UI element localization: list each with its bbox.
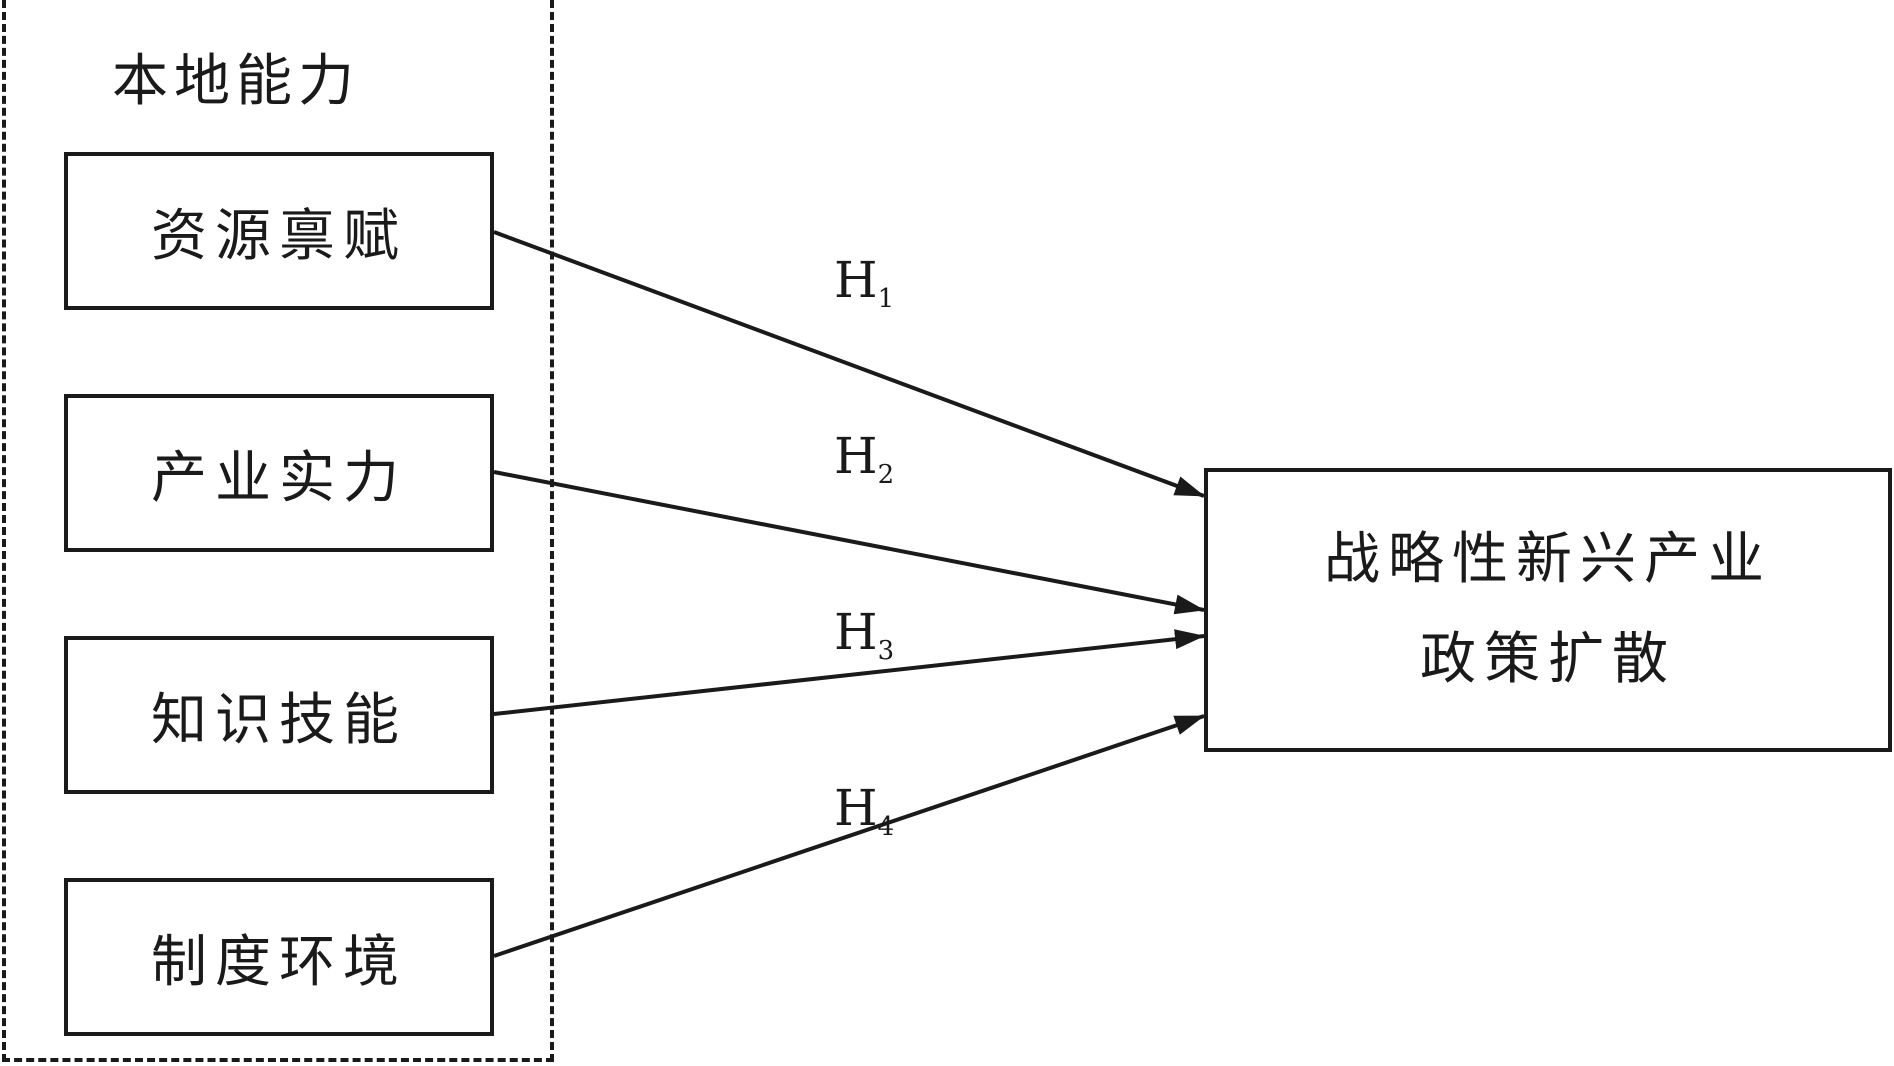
- arrow-h1: [493, 230, 1205, 498]
- factor-label: 制度环境: [151, 929, 407, 995]
- factor-box-institution: 制度环境: [64, 878, 494, 1036]
- hypothesis-letter: H: [834, 251, 878, 309]
- factor-label: 知识技能: [151, 687, 407, 753]
- factor-box-resource: 资源禀赋: [64, 152, 494, 310]
- hypothesis-letter: H: [834, 779, 878, 837]
- factor-label: 资源禀赋: [151, 203, 407, 269]
- hypothesis-label-4: H4: [834, 780, 894, 855]
- outcome-box: 战略性新兴产业 政策扩散: [1204, 468, 1892, 752]
- hypothesis-letter: H: [834, 427, 878, 485]
- hypothesis-subscript: 2: [877, 460, 895, 490]
- arrow-h3: [493, 629, 1205, 716]
- hypothesis-label-1: H1: [834, 252, 894, 327]
- hypothesis-subscript: 4: [877, 812, 895, 842]
- hypothesis-label-3: H3: [834, 604, 894, 679]
- outcome-label-line2: 政策扩散: [1420, 627, 1676, 692]
- hypothesis-subscript: 1: [877, 284, 895, 314]
- arrow-h2: [493, 470, 1205, 615]
- arrow-h4: [493, 714, 1205, 958]
- hypothesis-letter: H: [834, 603, 878, 661]
- factor-box-industry: 产业实力: [64, 394, 494, 552]
- factor-box-knowledge: 知识技能: [64, 636, 494, 794]
- hypothesis-label-2: H2: [834, 428, 894, 503]
- hypothesis-subscript: 3: [877, 636, 895, 666]
- local-capability-group: [2, 0, 554, 1062]
- outcome-label-line1: 战略性新兴产业: [1324, 527, 1772, 592]
- group-title: 本地能力: [112, 49, 360, 114]
- factor-label: 产业实力: [151, 445, 407, 511]
